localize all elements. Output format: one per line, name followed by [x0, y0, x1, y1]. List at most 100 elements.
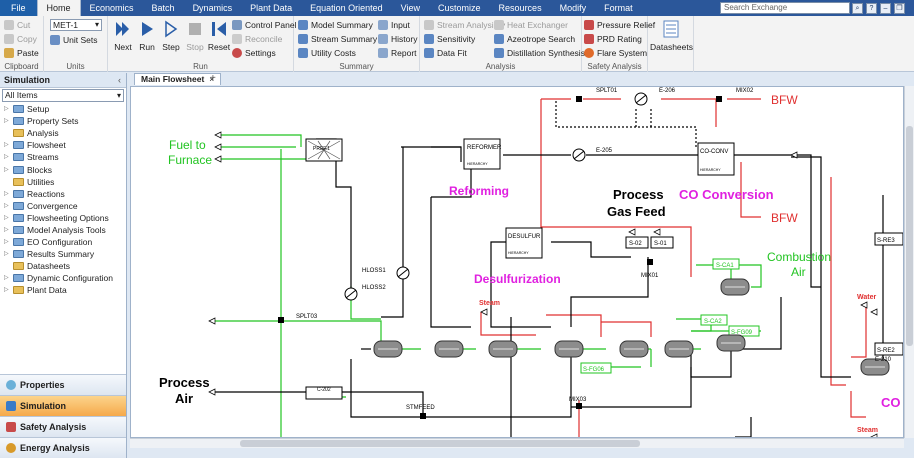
- stream-line[interactable]: [851, 305, 867, 358]
- navigation-filter-select[interactable]: All Items: [2, 89, 124, 102]
- tab-customize[interactable]: Customize: [438, 3, 481, 13]
- stream-terminal-arrow[interactable]: [480, 308, 488, 316]
- mix03-node[interactable]: [576, 403, 582, 409]
- stream-line[interactable]: [791, 156, 851, 378]
- stream-line[interactable]: [740, 162, 761, 218]
- expand-arrow-icon[interactable]: ▷: [4, 226, 9, 233]
- mix02-node[interactable]: [716, 96, 722, 102]
- help-icon[interactable]: ?: [866, 3, 877, 14]
- search-icon[interactable]: ⌕: [852, 3, 863, 14]
- stream-line[interactable]: [570, 257, 649, 327]
- expand-arrow-icon[interactable]: ▷: [4, 142, 9, 149]
- expand-arrow-icon[interactable]: ▷: [4, 154, 9, 161]
- stream-line[interactable]: [490, 241, 551, 328]
- heat-exchanger-block[interactable]: [554, 340, 584, 358]
- tab-file[interactable]: File: [0, 0, 37, 16]
- tab-resources[interactable]: Resources: [498, 3, 542, 13]
- tree-item-flowsheeting-options[interactable]: ▷Flowsheeting Options: [4, 212, 126, 224]
- utility-costs-button[interactable]: Utility Costs: [298, 47, 356, 59]
- next-button[interactable]: Next: [110, 19, 136, 52]
- stream-line[interactable]: [350, 359, 421, 418]
- cut-button[interactable]: Cut: [4, 19, 30, 31]
- stream-line[interactable]: [729, 154, 821, 288]
- tab-modify[interactable]: Modify: [559, 3, 587, 13]
- add-tab-icon[interactable]: +: [210, 73, 216, 84]
- reformer-block[interactable]: REFORMER HIERARCHY: [463, 138, 502, 170]
- stream-line[interactable]: [601, 321, 652, 337]
- s-fg06-tag[interactable]: S-FG06: [580, 362, 612, 374]
- stream-line[interactable]: [731, 297, 782, 350]
- heat-exchanger-block[interactable]: [664, 340, 694, 358]
- stream-summary-button[interactable]: Stream Summary▾: [298, 33, 384, 45]
- stream-line[interactable]: [341, 391, 424, 417]
- stream-line[interactable]: [830, 177, 846, 386]
- search-exchange-input[interactable]: Search Exchange: [720, 2, 850, 14]
- tree-item-analysis[interactable]: Analysis: [4, 127, 126, 139]
- stream-line[interactable]: [735, 417, 752, 437]
- stmfeed-node[interactable]: [420, 413, 426, 419]
- stream-terminal-arrow[interactable]: [870, 433, 878, 438]
- stream-line[interactable]: [850, 391, 866, 418]
- control-panel-button[interactable]: Control Panel: [232, 19, 297, 31]
- expand-arrow-icon[interactable]: ▷: [4, 251, 9, 258]
- unit-sets-button[interactable]: Unit Sets: [50, 34, 98, 46]
- tab-plant-data[interactable]: Plant Data: [250, 3, 293, 13]
- tab-view[interactable]: View: [400, 3, 421, 13]
- heat-exchanger-block[interactable]: [619, 340, 649, 358]
- s-fg09-tag[interactable]: S-FG09: [728, 325, 760, 337]
- copy-button[interactable]: Copy: [4, 33, 37, 45]
- minimize-ribbon-icon[interactable]: ‒: [880, 3, 891, 14]
- stream-line[interactable]: [690, 349, 732, 378]
- c202-compressor[interactable]: C-202: [305, 386, 343, 400]
- expand-arrow-icon[interactable]: ▷: [4, 239, 9, 246]
- tree-item-flowsheet[interactable]: ▷Flowsheet: [4, 139, 126, 151]
- heat-exchanger-block[interactable]: [720, 278, 750, 296]
- horizontal-scroll-thumb[interactable]: [240, 440, 640, 447]
- stream-terminal-arrow[interactable]: [628, 228, 636, 236]
- stream-line[interactable]: [571, 367, 692, 408]
- horizontal-scrollbar[interactable]: [130, 438, 904, 448]
- stream-line[interactable]: [217, 149, 310, 160]
- heat-exchanger-block[interactable]: [434, 340, 464, 358]
- tree-item-dynamic-configuration[interactable]: ▷Dynamic Configuration: [4, 272, 126, 284]
- expand-arrow-icon[interactable]: ▷: [4, 202, 9, 209]
- paste-button[interactable]: Paste: [4, 47, 39, 59]
- co-conv-block[interactable]: CO-CONV HIERARCHY: [697, 142, 735, 176]
- restore-icon[interactable]: ❐: [894, 3, 905, 14]
- tree-item-setup[interactable]: ▷Setup: [4, 103, 126, 115]
- stream-line[interactable]: [551, 241, 631, 258]
- prd-rating-button[interactable]: PRD Rating: [584, 33, 642, 45]
- s01-block[interactable]: S-01: [650, 236, 674, 249]
- stream-line[interactable]: [381, 267, 404, 318]
- sensitivity-button[interactable]: Sensitivity: [424, 33, 475, 45]
- azeotrope-search-button[interactable]: Azeotrope Search: [494, 33, 575, 45]
- tab-economics[interactable]: Economics: [89, 3, 134, 13]
- flowsheet-canvas[interactable]: PREF.1 REFORMER HIERARCHY DESULFUR HIERA…: [130, 86, 904, 438]
- tree-item-reactions[interactable]: ▷Reactions: [4, 188, 126, 200]
- hloss1-heater[interactable]: [396, 266, 410, 280]
- stream-line[interactable]: [421, 349, 572, 418]
- stream-line[interactable]: [217, 134, 302, 147]
- tree-item-utilities[interactable]: Utilities: [4, 176, 126, 188]
- splt01-node[interactable]: [576, 96, 582, 102]
- mix01-node[interactable]: [647, 259, 653, 265]
- stream-terminal-arrow[interactable]: [870, 308, 878, 316]
- stream-line[interactable]: [546, 314, 602, 337]
- reconcile-button[interactable]: Reconcile: [232, 33, 282, 45]
- e206-heater[interactable]: [634, 92, 648, 106]
- expand-arrow-icon[interactable]: ▷: [4, 275, 9, 282]
- data-fit-button[interactable]: Data Fit: [424, 47, 467, 59]
- stream-line[interactable]: [736, 264, 762, 288]
- tree-item-convergence[interactable]: ▷Convergence: [4, 200, 126, 212]
- tab-format[interactable]: Format: [604, 3, 633, 13]
- desulfur-block[interactable]: DESULFUR HIERARCHY: [505, 227, 543, 259]
- stream-line[interactable]: [555, 101, 697, 147]
- s-re3-block[interactable]: S-RE3: [874, 232, 903, 246]
- stop-button[interactable]: Stop: [182, 19, 208, 52]
- expand-arrow-icon[interactable]: ▷: [4, 190, 9, 197]
- stream-line[interactable]: [335, 167, 352, 297]
- pressure-relief-button[interactable]: Pressure Relief: [584, 19, 655, 31]
- stream-terminal-arrow[interactable]: [653, 228, 661, 236]
- tree-item-blocks[interactable]: ▷Blocks: [4, 163, 126, 175]
- s02-block[interactable]: S-02: [625, 236, 649, 249]
